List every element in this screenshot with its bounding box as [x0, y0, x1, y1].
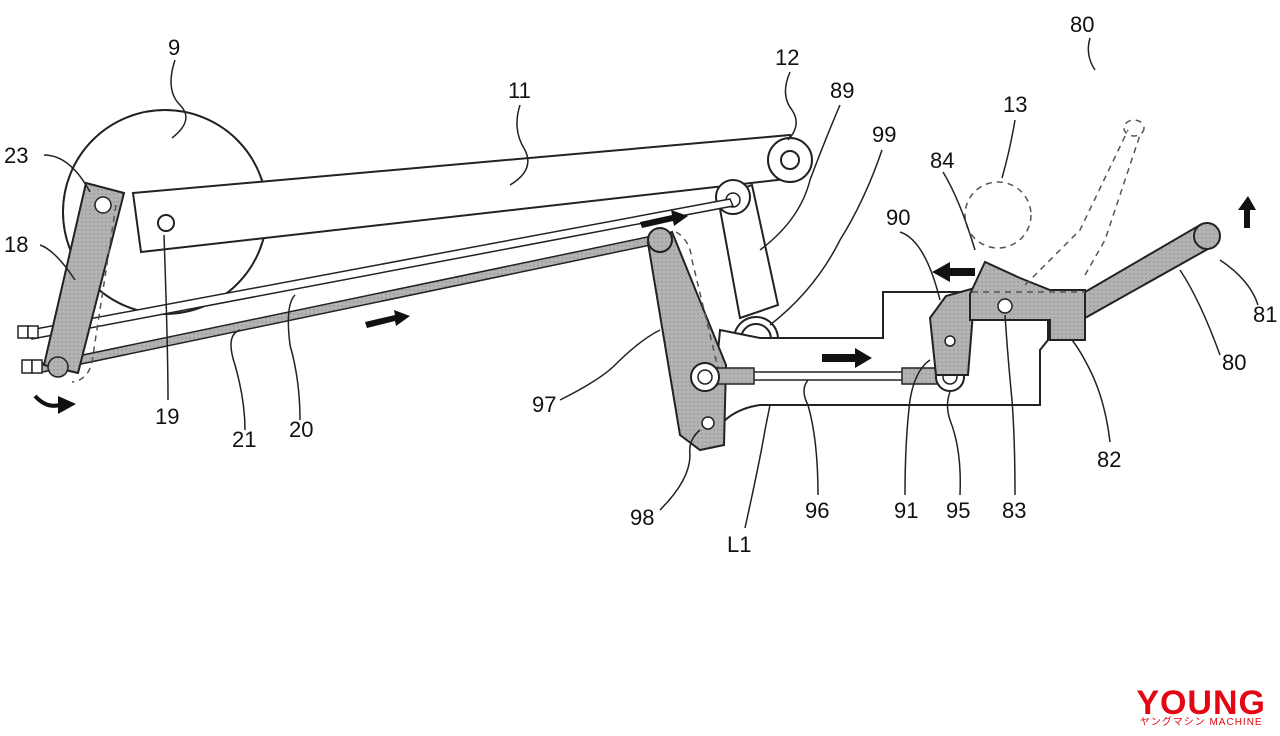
- arrow-lever-82: [932, 262, 975, 282]
- label-21: 21: [232, 427, 256, 452]
- label-83: 83: [1002, 498, 1026, 523]
- label-80-top: 80: [1070, 12, 1094, 37]
- label-19: 19: [155, 404, 179, 429]
- label-99: 99: [872, 122, 896, 147]
- label-11: 11: [508, 78, 531, 103]
- dashed-circle-13: [964, 181, 1032, 249]
- pivot-97-rod-inner: [697, 369, 713, 385]
- label-96: 96: [805, 498, 829, 523]
- label-20: 20: [289, 417, 313, 442]
- label-81: 81: [1253, 302, 1277, 327]
- label-91: 91: [894, 498, 918, 523]
- label-84: 84: [930, 148, 954, 173]
- arrow-rod-21: [365, 310, 410, 328]
- arrow-rod-96: [822, 348, 872, 368]
- pivot-12-inner: [780, 150, 800, 170]
- label-9: 9: [168, 35, 180, 60]
- knob-81-dashed: [1123, 119, 1145, 137]
- label-L1: L1: [727, 532, 751, 557]
- rod-21: [33, 234, 662, 374]
- lever-18-dashed: [71, 204, 117, 383]
- logo-subtext: ヤングマシン MACHINE: [1139, 717, 1263, 728]
- handle-80-dashed: [1024, 129, 1141, 286]
- label-98: 98: [630, 505, 654, 530]
- latch-90: [928, 286, 977, 376]
- crank-97: [646, 230, 728, 452]
- label-12: 12: [775, 45, 799, 70]
- pin-91: [944, 335, 956, 347]
- part-labels: 9 11 12 89 99 13 80 23 18 84 90 81 80 97…: [4, 12, 1277, 557]
- arrow-knob-81: [1238, 196, 1256, 228]
- label-97: 97: [532, 392, 556, 417]
- crank-97-dashed: [675, 231, 719, 369]
- label-95: 95: [946, 498, 970, 523]
- crank-97-top: [647, 227, 673, 253]
- label-89: 89: [830, 78, 854, 103]
- logo-text: YOUNG: [1136, 684, 1266, 722]
- young-machine-logo: YOUNG ヤングマシン MACHINE: [1136, 686, 1266, 728]
- pivot-23: [94, 196, 112, 214]
- label-80-right: 80: [1222, 350, 1246, 375]
- label-23: 23: [4, 143, 28, 168]
- arm-11: [131, 133, 797, 254]
- knob-81: [1193, 222, 1221, 250]
- leader-lines: [39, 37, 1259, 529]
- motion-arrows: [33, 196, 1256, 414]
- lever-18-bottom: [47, 356, 69, 378]
- rod-end-nuts: [17, 325, 43, 374]
- arrow-rod-20: [640, 210, 688, 228]
- label-13: 13: [1003, 92, 1027, 117]
- label-90: 90: [886, 205, 910, 230]
- label-18: 18: [4, 232, 28, 257]
- rod-96-end-left: [715, 367, 755, 385]
- pivot-19: [157, 214, 175, 232]
- lever-18: [42, 181, 126, 375]
- pivot-83: [997, 298, 1013, 314]
- pivot-98: [701, 416, 715, 430]
- label-82: 82: [1097, 447, 1121, 472]
- arrow-lever-18: [33, 394, 63, 408]
